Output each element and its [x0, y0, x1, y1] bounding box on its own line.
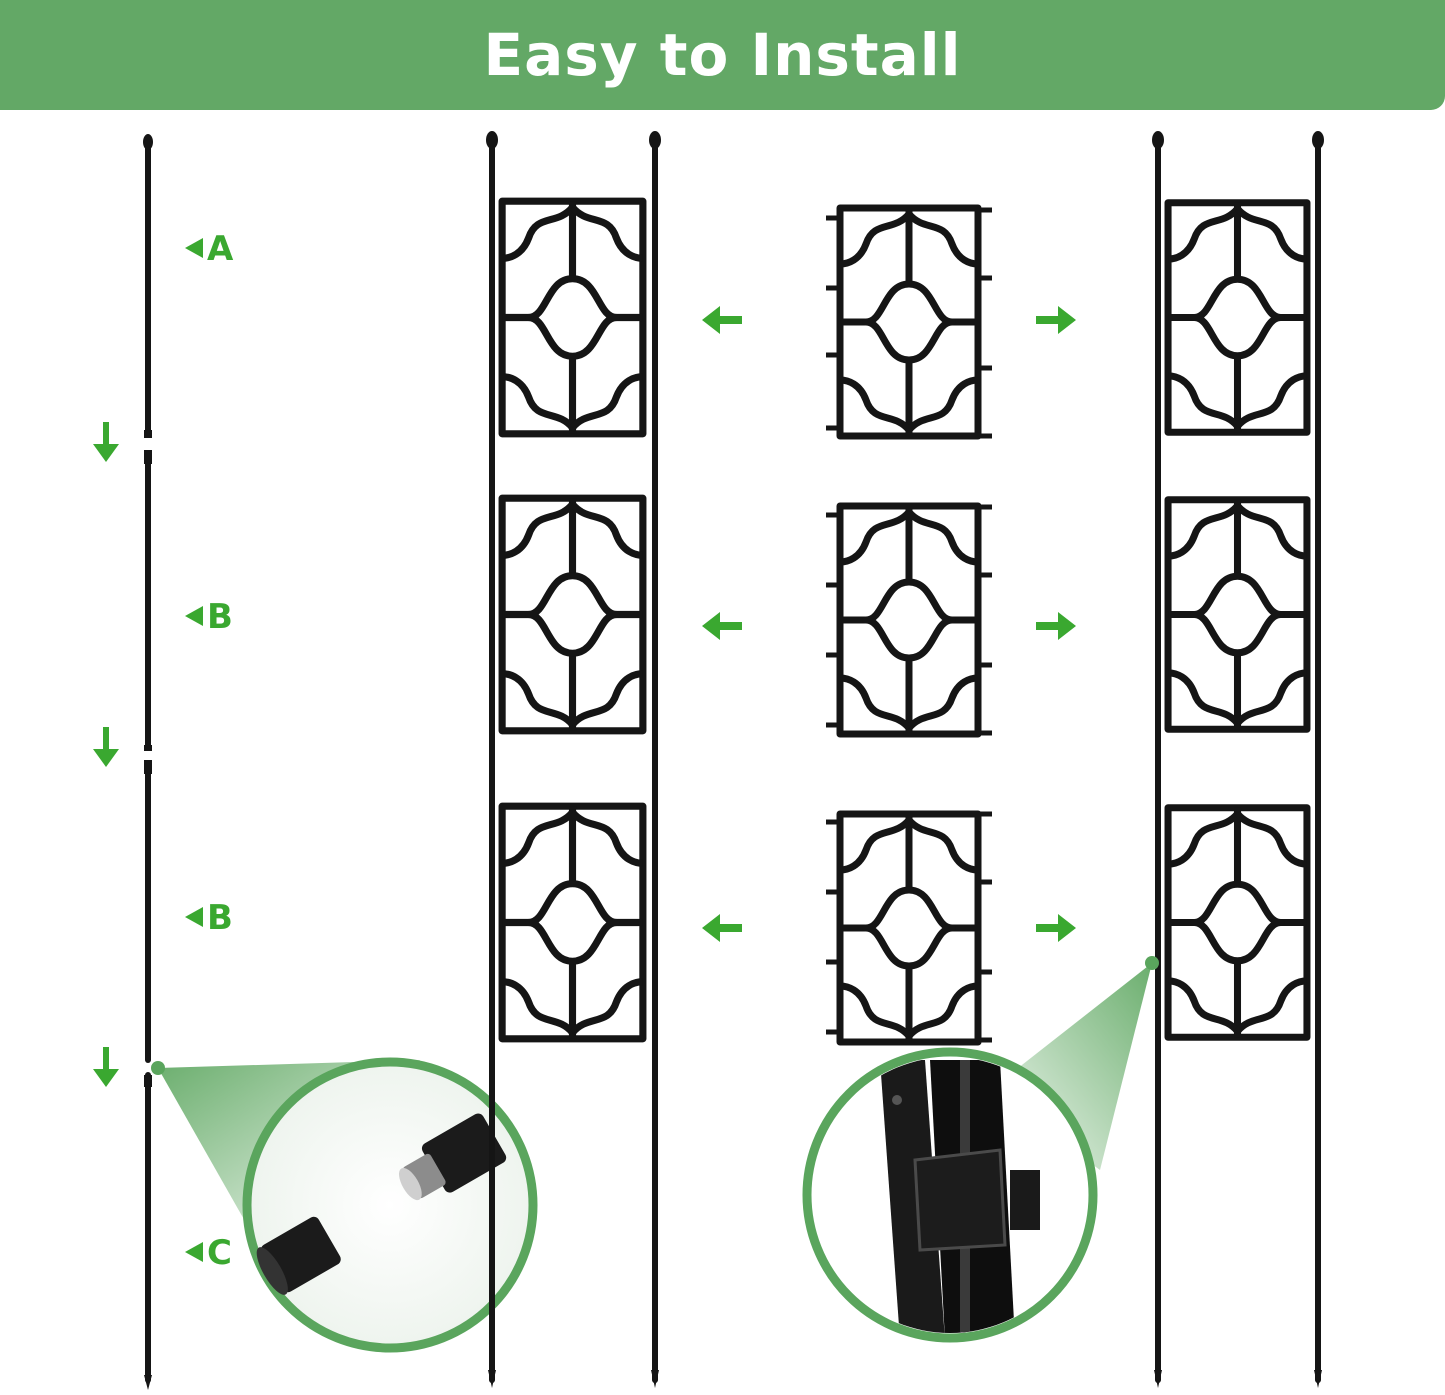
connector-zoom	[242, 1057, 538, 1353]
assembled-trellis-left	[486, 131, 661, 1388]
arrow-down-icon	[93, 727, 119, 767]
clip-bracket	[913, 1148, 1007, 1252]
zoom-origin-dot	[151, 1061, 165, 1075]
assembled-trellis-right	[1152, 131, 1324, 1388]
label-a: A	[207, 229, 234, 269]
label-b-lower: B	[207, 898, 233, 938]
trellis-panel	[1168, 500, 1307, 730]
part-labels: A B B C	[185, 229, 234, 1273]
arrow-right-icon	[1036, 914, 1076, 942]
page-title: Easy to Install	[483, 21, 962, 89]
trellis-panel	[1168, 203, 1307, 433]
label-b-upper: B	[207, 597, 233, 637]
loose-trellis-panel	[840, 208, 978, 436]
pole-cap-top	[143, 134, 153, 150]
label-c: C	[207, 1233, 232, 1273]
connector-plug	[399, 1113, 507, 1201]
triangle-pointer-icon	[185, 606, 203, 626]
header-banner	[0, 0, 1445, 110]
trellis-panel	[1168, 808, 1307, 1038]
arrow-right-icon	[1036, 306, 1076, 334]
arrow-left-icon	[702, 306, 742, 334]
arrow-down-icon	[93, 1047, 119, 1087]
triangle-pointer-icon	[185, 1242, 203, 1262]
clip-zoom	[802, 1047, 1098, 1343]
left-arrows	[702, 306, 742, 942]
panel-edge	[880, 1060, 945, 1333]
right-arrows	[1036, 306, 1076, 942]
exploded-pole	[143, 134, 153, 1390]
triangle-pointer-icon	[185, 238, 203, 258]
loose-trellis-panel	[840, 506, 978, 734]
zoom-origin-dot	[1145, 956, 1159, 970]
trellis-panel	[502, 498, 643, 731]
trellis-panel	[502, 201, 643, 434]
pole-spike	[144, 1375, 152, 1390]
connector-sleeve	[256, 1216, 341, 1295]
triangle-pointer-icon	[185, 907, 203, 927]
trellis-panel	[502, 806, 643, 1039]
arrow-down-icon	[93, 422, 119, 462]
down-arrows	[93, 422, 119, 1087]
loose-trellis-panel	[840, 814, 978, 1042]
arrow-right-icon	[1036, 612, 1076, 640]
arrow-left-icon	[702, 612, 742, 640]
arrow-left-icon	[702, 914, 742, 942]
loose-panels	[826, 208, 992, 1042]
